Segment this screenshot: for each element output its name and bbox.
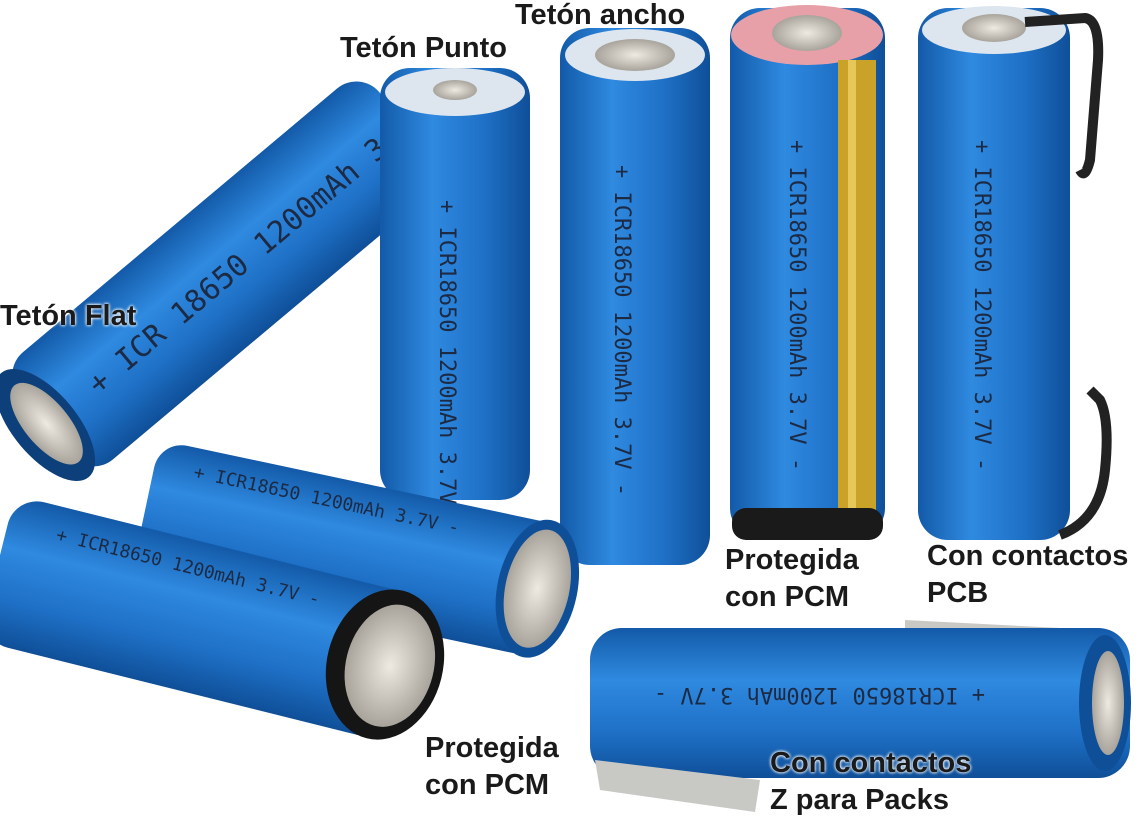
label-pcm-bottom: Protegida con PCM	[425, 730, 559, 804]
label-line: con PCM	[425, 769, 550, 801]
wire	[1058, 386, 1112, 540]
label-pcb: Con contactos PCB	[927, 538, 1128, 612]
label-line: Protegida	[725, 544, 859, 576]
label-pcm-top: Protegida con PCM	[725, 542, 859, 616]
battery-print: + ICR18650 1200mAh 3.7V -	[654, 682, 985, 707]
battery-print: + ICR18650 1200mAh 3.7V -	[609, 165, 634, 496]
label-ancho: Tetón ancho	[515, 0, 686, 31]
tab	[595, 760, 760, 812]
label-line: PCB	[927, 577, 989, 609]
label-line: Protegida	[425, 732, 559, 764]
battery-pcm: + ICR18650 1200mAh 3.7V -	[730, 5, 885, 540]
battery-print: + ICR18650 1200mAh 3.7V -	[969, 140, 994, 471]
wire	[1024, 12, 1104, 179]
label-flat: Tetón Flat	[0, 300, 137, 332]
battery-print: + ICR18650 1200mAh 3.7V -	[784, 140, 809, 471]
label-line: Con contactos	[770, 747, 972, 779]
battery-pcb: + ICR18650 1200mAh 3.7V -	[918, 6, 1112, 540]
label-line: Con contactos	[927, 540, 1129, 572]
label-punto: Tetón Punto	[340, 32, 507, 64]
battery-ancho: + ICR18650 1200mAh 3.7V -	[560, 28, 710, 565]
battery-print: + ICR18650 1200mAh 3.7V -	[434, 200, 459, 531]
battery-z-tabs: + ICR18650 1200mAh 3.7V -	[590, 620, 1131, 812]
label-line: Z para Packs	[770, 784, 949, 816]
label-z: Con contactos Z para Packs	[770, 745, 971, 819]
battery-punto: + ICR18650 1200mAh 3.7V -	[380, 68, 530, 531]
label-line: con PCM	[725, 581, 850, 613]
